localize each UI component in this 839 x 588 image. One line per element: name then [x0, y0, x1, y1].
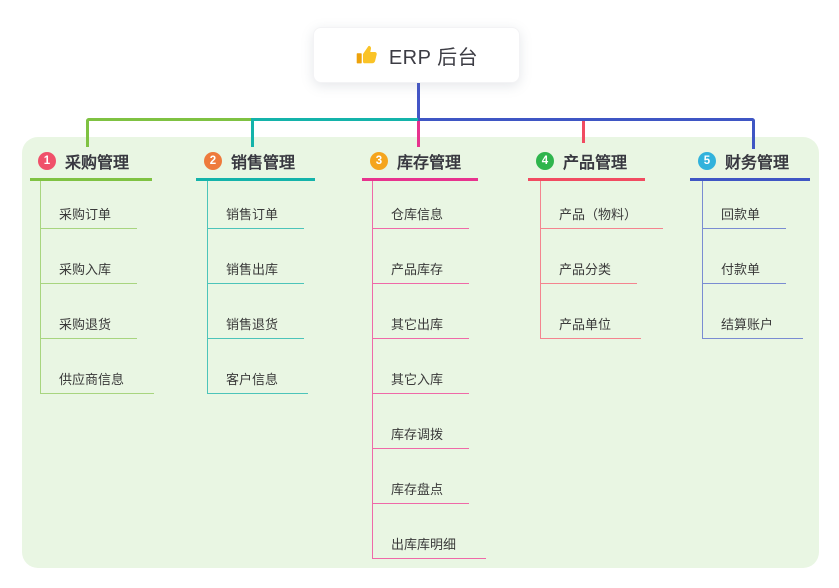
branch-label: 采购管理: [65, 155, 130, 172]
connector-branch-2: [251, 118, 421, 147]
node-item-label: 其它出库: [391, 317, 444, 332]
node-item[interactable]: 客户信息: [208, 339, 309, 394]
node-item-label: 仓库信息: [391, 207, 444, 222]
node-item-label: 采购退货: [59, 317, 112, 332]
node-item[interactable]: 付款单: [703, 229, 787, 284]
connector-root-stem: [417, 83, 420, 120]
branch-header[interactable]: 1 采购管理: [30, 147, 152, 181]
node-item-label: 产品单位: [559, 317, 612, 332]
branch-inventory: 3 库存管理 仓库信息产品库存其它出库其它入库库存调拨库存盘点出库库明细: [362, 147, 487, 559]
branch-sales: 2 销售管理 销售订单销售出库销售退货客户信息: [196, 147, 315, 394]
node-item[interactable]: 销售订单: [208, 181, 305, 229]
branch-label: 产品管理: [563, 155, 628, 172]
branch-header[interactable]: 3 库存管理: [362, 147, 478, 181]
root-title: ERP 后台: [388, 46, 479, 69]
node-item[interactable]: 出库库明细: [373, 504, 487, 559]
branch-label: 财务管理: [725, 155, 790, 172]
connector-branch-4: [582, 121, 585, 143]
node-item-label: 销售出库: [226, 262, 279, 277]
node-item[interactable]: 销售退货: [208, 284, 305, 339]
branch-finance: 5 财务管理 回款单付款单结算账户: [690, 147, 810, 339]
branch-product: 4 产品管理 产品（物料） 产品分类产品单位: [528, 147, 664, 339]
node-item-label: 产品库存: [391, 262, 444, 277]
branch-purchase: 1 采购管理 采购订单采购入库采购退货供应商信息: [30, 147, 155, 394]
node-item-label: 供应商信息: [59, 372, 125, 387]
root-node[interactable]: ERP 后台: [313, 27, 520, 83]
branch-number-badge: 3: [370, 152, 388, 170]
node-item[interactable]: 仓库信息: [373, 181, 470, 229]
node-item[interactable]: 销售出库: [208, 229, 305, 284]
node-item[interactable]: 产品（物料）: [541, 181, 664, 229]
node-item-label: 采购入库: [59, 262, 112, 277]
node-item-label: 回款单: [721, 207, 761, 222]
node-item-label: 产品（物料）: [559, 207, 638, 222]
node-item-label: 客户信息: [226, 372, 279, 387]
branch-item-list: 回款单付款单结算账户: [702, 181, 804, 339]
branch-label: 库存管理: [397, 155, 462, 172]
node-item[interactable]: 产品分类: [541, 229, 638, 284]
branch-item-list: 销售订单销售出库销售退货客户信息: [207, 181, 309, 394]
node-item[interactable]: 采购订单: [41, 181, 138, 229]
background-panel: [22, 137, 819, 568]
branch-number-badge: 2: [204, 152, 222, 170]
branch-label: 销售管理: [231, 155, 296, 172]
node-item[interactable]: 库存盘点: [373, 449, 470, 504]
node-item-label: 其它入库: [391, 372, 444, 387]
branch-header[interactable]: 5 财务管理: [690, 147, 810, 181]
node-item[interactable]: 产品库存: [373, 229, 470, 284]
branch-header[interactable]: 4 产品管理: [528, 147, 645, 181]
node-item[interactable]: 采购退货: [41, 284, 138, 339]
branch-number-badge: 5: [698, 152, 716, 170]
node-item-label: 结算账户: [721, 317, 774, 332]
node-item[interactable]: 采购入库: [41, 229, 138, 284]
node-item-label: 库存调拨: [391, 427, 444, 442]
branch-item-list: 产品（物料） 产品分类产品单位: [540, 181, 664, 339]
node-item-label: 付款单: [721, 262, 761, 277]
branch-item-list: 采购订单采购入库采购退货供应商信息: [40, 181, 155, 394]
connector-branch-5: [418, 118, 755, 149]
branch-number-badge: 4: [536, 152, 554, 170]
node-item[interactable]: 其它出库: [373, 284, 470, 339]
node-item-label: 销售退货: [226, 317, 279, 332]
branch-item-list: 仓库信息产品库存其它出库其它入库库存调拨库存盘点出库库明细: [372, 181, 487, 559]
node-item-label: 库存盘点: [391, 482, 444, 497]
connector-branch-1: [86, 118, 256, 147]
node-item-label: 销售订单: [226, 207, 279, 222]
node-item[interactable]: 产品单位: [541, 284, 642, 339]
node-item[interactable]: 回款单: [703, 181, 787, 229]
node-item[interactable]: 结算账户: [703, 284, 804, 339]
branch-number-badge: 1: [38, 152, 56, 170]
node-item[interactable]: 库存调拨: [373, 394, 470, 449]
node-item-label: 出库库明细: [391, 537, 457, 552]
connector-branch-3: [417, 121, 420, 147]
node-item-label: 产品分类: [559, 262, 612, 277]
node-item[interactable]: 其它入库: [373, 339, 470, 394]
branch-header[interactable]: 2 销售管理: [196, 147, 315, 181]
node-item[interactable]: 供应商信息: [41, 339, 155, 394]
node-item-label: 采购订单: [59, 207, 112, 222]
thumbs-up-icon: [356, 45, 377, 64]
